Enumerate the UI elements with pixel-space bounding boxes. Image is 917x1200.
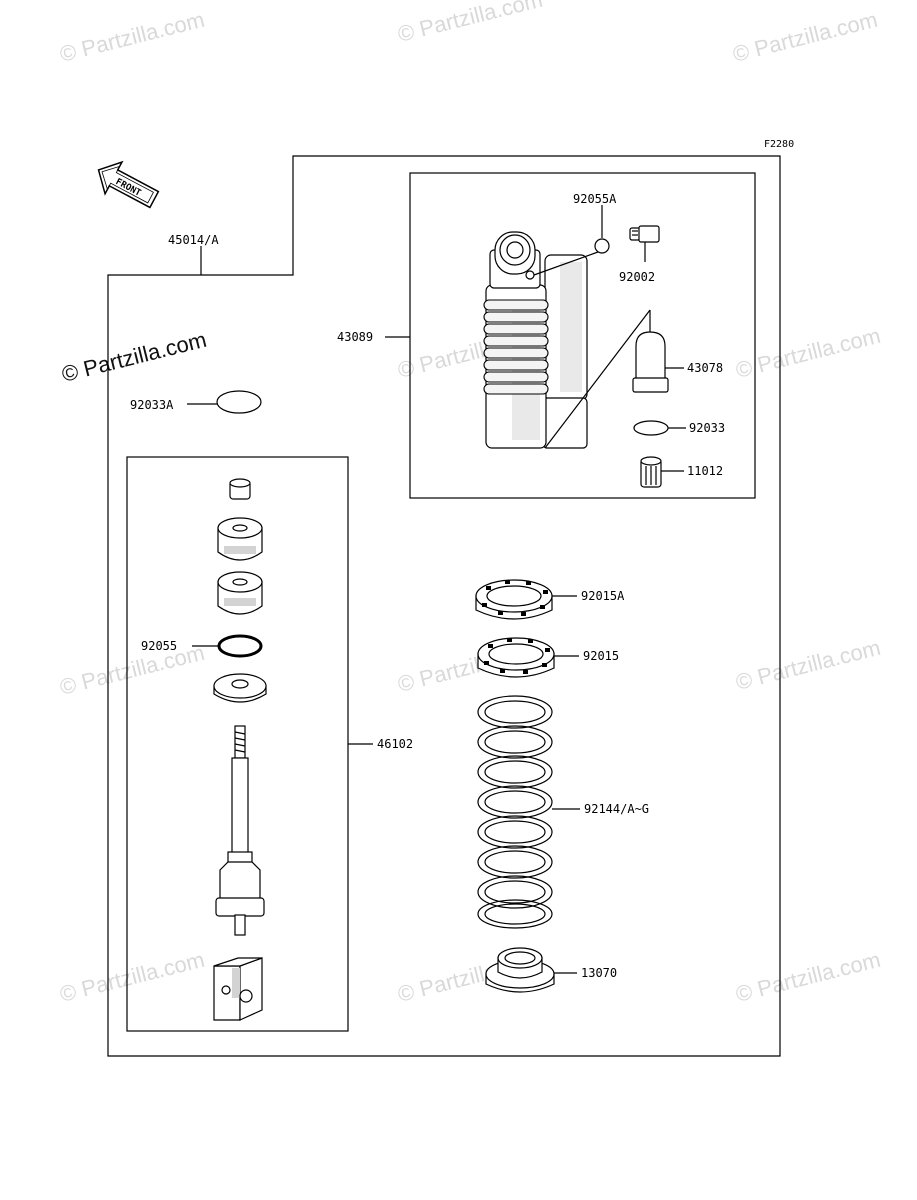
o-ring-icon	[217, 634, 263, 658]
label-92033a: 92033A	[130, 398, 174, 412]
shock-body	[483, 231, 588, 449]
label-92015a: 92015A	[581, 589, 625, 603]
watermark-text: © Partzilla.com	[57, 947, 207, 1007]
label-92055a: 92055A	[573, 192, 617, 206]
label-46102: 46102	[377, 737, 413, 751]
watermark-text-main: © Partzilla.com	[59, 327, 209, 387]
label-92144-a-g: 92144/A~G	[584, 802, 649, 816]
spring-guide-icon	[485, 947, 555, 993]
label-92002: 92002	[619, 270, 655, 284]
watermark-text: © Partzilla.com	[733, 323, 883, 383]
bushing-lower-icon	[217, 571, 263, 615]
collar-icon	[213, 673, 267, 703]
label-92033: 92033	[689, 421, 725, 435]
watermark-text: © Partzilla.com	[57, 7, 207, 67]
label-13070: 13070	[581, 966, 617, 980]
coil-spring-icon	[477, 695, 553, 929]
label-45014-a: 45014/A	[168, 233, 219, 247]
clevis-icon	[213, 957, 263, 1021]
cap-icon	[640, 456, 662, 488]
label-92015: 92015	[583, 649, 619, 663]
label-92055: 92055	[141, 639, 177, 653]
watermark-layer: © Partzilla.com © Partzilla.com © Partzi…	[57, 0, 883, 1007]
watermark-text: © Partzilla.com	[57, 640, 207, 700]
label-43078: 43078	[687, 361, 723, 375]
top-nut-icon	[229, 478, 251, 500]
lock-nut-a-icon	[475, 579, 553, 620]
bushing-upper-icon	[217, 517, 263, 561]
watermark-text: © Partzilla.com	[395, 0, 545, 47]
label-11012: 11012	[687, 464, 723, 478]
o-ring-small-icon	[594, 238, 610, 254]
front-arrow-icon: FRONT	[97, 160, 160, 209]
piston-rod-icon	[215, 725, 265, 936]
lock-nut-icon	[477, 637, 555, 678]
circlip-a-icon	[216, 390, 262, 414]
bladder-icon	[632, 331, 669, 393]
label-43089: 43089	[337, 330, 373, 344]
reservoir-group-box	[409, 172, 756, 499]
circlip-icon	[633, 420, 669, 436]
watermark-text: © Partzilla.com	[733, 947, 883, 1007]
valve-icon	[629, 225, 660, 243]
watermark-text: © Partzilla.com	[733, 635, 883, 695]
assembly-frame	[107, 155, 781, 1057]
diagram-code: F2280	[764, 139, 794, 150]
watermark-text: © Partzilla.com	[730, 7, 880, 67]
